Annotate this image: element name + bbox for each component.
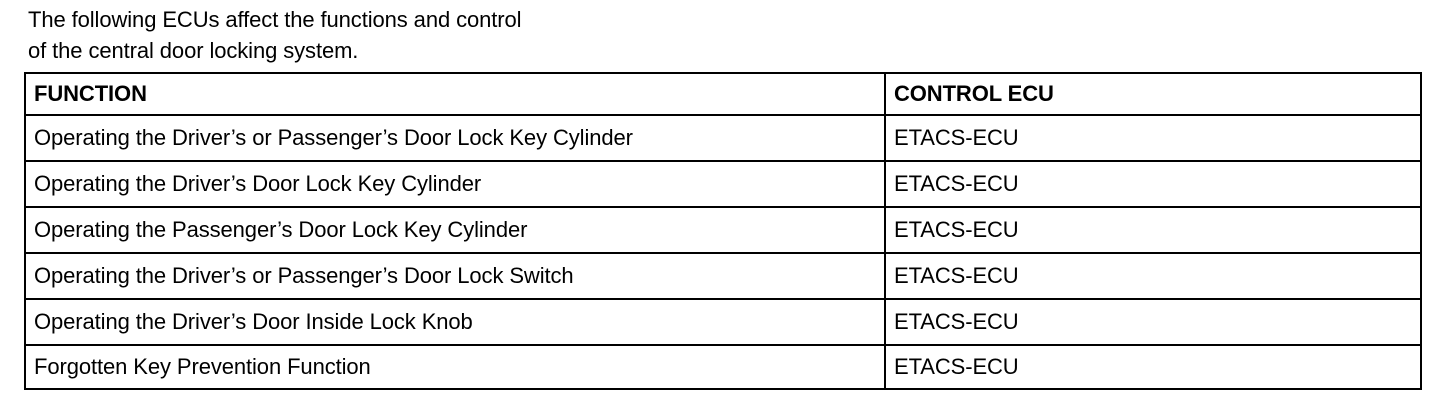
ecu-function-table: FUNCTION CONTROL ECU Operating the Drive… bbox=[24, 72, 1422, 390]
intro-paragraph: The following ECUs affect the functions … bbox=[28, 4, 1028, 66]
cell-control-ecu: ETACS-ECU bbox=[884, 114, 1422, 162]
table-header: FUNCTION CONTROL ECU bbox=[24, 72, 1422, 116]
table-row: Operating the Driver’s Door Lock Key Cyl… bbox=[24, 160, 1422, 208]
cell-control-ecu: ETACS-ECU bbox=[884, 344, 1422, 390]
cell-control-ecu: ETACS-ECU bbox=[884, 160, 1422, 208]
cell-function: Operating the Passenger’s Door Lock Key … bbox=[24, 206, 886, 254]
cell-function: Operating the Driver’s or Passenger’s Do… bbox=[24, 252, 886, 300]
cell-control-ecu-text: ETACS-ECU bbox=[894, 125, 1019, 150]
intro-line-1: The following ECUs affect the functions … bbox=[28, 7, 522, 32]
cell-function: Operating the Driver’s Door Lock Key Cyl… bbox=[24, 160, 886, 208]
table-header-row: FUNCTION CONTROL ECU bbox=[24, 72, 1422, 116]
cell-function-text: Operating the Driver’s or Passenger’s Do… bbox=[34, 125, 633, 150]
table-body: Operating the Driver’s or Passenger’s Do… bbox=[24, 114, 1422, 390]
intro-line-2: of the central door locking system. bbox=[28, 38, 359, 63]
column-header-function-label: FUNCTION bbox=[34, 81, 147, 106]
column-header-control-ecu-label: CONTROL ECU bbox=[894, 81, 1054, 106]
table-row: Forgotten Key Prevention Function ETACS-… bbox=[24, 344, 1422, 390]
cell-function: Forgotten Key Prevention Function bbox=[24, 344, 886, 390]
cell-function-text: Forgotten Key Prevention Function bbox=[34, 354, 371, 379]
column-header-control-ecu: CONTROL ECU bbox=[884, 72, 1422, 116]
cell-function-text: Operating the Driver’s Door Lock Key Cyl… bbox=[34, 171, 482, 196]
table-row: Operating the Driver’s or Passenger’s Do… bbox=[24, 114, 1422, 162]
table-row: Operating the Driver’s or Passenger’s Do… bbox=[24, 252, 1422, 300]
table-row: Operating the Driver’s Door Inside Lock … bbox=[24, 298, 1422, 346]
column-header-function: FUNCTION bbox=[24, 72, 886, 116]
cell-control-ecu-text: ETACS-ECU bbox=[894, 171, 1019, 196]
cell-control-ecu-text: ETACS-ECU bbox=[894, 354, 1019, 379]
cell-function-text: Operating the Passenger’s Door Lock Key … bbox=[34, 217, 528, 242]
cell-control-ecu-text: ETACS-ECU bbox=[894, 217, 1019, 242]
cell-control-ecu-text: ETACS-ECU bbox=[894, 309, 1019, 334]
cell-function-text: Operating the Driver’s Door Inside Lock … bbox=[34, 309, 473, 334]
cell-function: Operating the Driver’s or Passenger’s Do… bbox=[24, 114, 886, 162]
cell-function-text: Operating the Driver’s or Passenger’s Do… bbox=[34, 263, 574, 288]
cell-control-ecu: ETACS-ECU bbox=[884, 206, 1422, 254]
cell-control-ecu: ETACS-ECU bbox=[884, 252, 1422, 300]
cell-control-ecu-text: ETACS-ECU bbox=[894, 263, 1019, 288]
table-row: Operating the Passenger’s Door Lock Key … bbox=[24, 206, 1422, 254]
cell-control-ecu: ETACS-ECU bbox=[884, 298, 1422, 346]
cell-function: Operating the Driver’s Door Inside Lock … bbox=[24, 298, 886, 346]
